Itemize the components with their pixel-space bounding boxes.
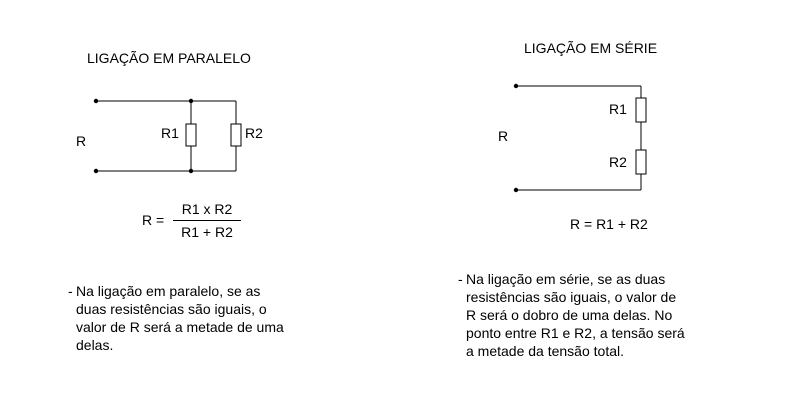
series-note-line: resistências são iguais, o valor de: [466, 289, 677, 305]
parallel-formula-numerator: R1 x R2: [181, 201, 233, 217]
parallel-terminal-bottom: [93, 168, 99, 174]
parallel-note-line: delas.: [76, 337, 114, 353]
fraction-bar: [173, 220, 241, 221]
parallel-r1-label: R1: [161, 125, 179, 141]
parallel-r2-label: R2: [245, 125, 263, 141]
series-circuit: [513, 83, 647, 193]
series-r1-label: R1: [609, 101, 627, 117]
parallel-r-label: R: [76, 133, 87, 149]
parallel-junction-top: [188, 98, 194, 104]
series-note-line: a metade da tensão total.: [466, 343, 624, 359]
parallel-formula-denominator: R1 + R2: [181, 224, 233, 240]
parallel-r1-resistor: [185, 123, 197, 147]
series-title: LIGAÇÃO EM SÉRIE: [524, 40, 658, 56]
series-note-dash: -: [458, 271, 463, 287]
series-terminal-bottom: [513, 187, 519, 193]
parallel-note-line: duas resistências são iguais, o: [76, 301, 267, 317]
parallel-note-line: Na ligação em paralelo, se as: [76, 283, 261, 299]
parallel-formula-lhs: R =: [142, 212, 165, 228]
parallel-junction-bottom: [188, 168, 194, 174]
series-formula: R = R1 + R2: [570, 216, 648, 232]
parallel-circuit: [93, 98, 242, 174]
parallel-formula-fraction: R1 x R2 R1 + R2: [173, 201, 241, 240]
parallel-title: LIGAÇÃO EM PARALELO: [87, 50, 251, 66]
parallel-r2-resistor: [230, 123, 242, 147]
series-note-line: R será o dobro de uma delas. No: [466, 307, 673, 323]
series-terminal-top: [513, 83, 519, 89]
parallel-note-line: valor de R será a metade de uma: [76, 319, 284, 335]
series-r-label: R: [498, 128, 509, 144]
parallel-note-dash: -: [68, 283, 73, 299]
parallel-terminal-top: [93, 98, 99, 104]
series-r2-resistor: [635, 149, 647, 175]
series-note: - Na ligação em série, se as duas resist…: [458, 270, 685, 360]
series-r1-resistor: [635, 97, 647, 123]
parallel-note: - Na ligação em paralelo, se as duas res…: [68, 282, 284, 354]
series-note-line: ponto entre R1 e R2, a tensão será: [466, 325, 685, 341]
series-note-line: Na ligação em série, se as duas: [466, 271, 666, 287]
series-r2-label: R2: [609, 154, 627, 170]
